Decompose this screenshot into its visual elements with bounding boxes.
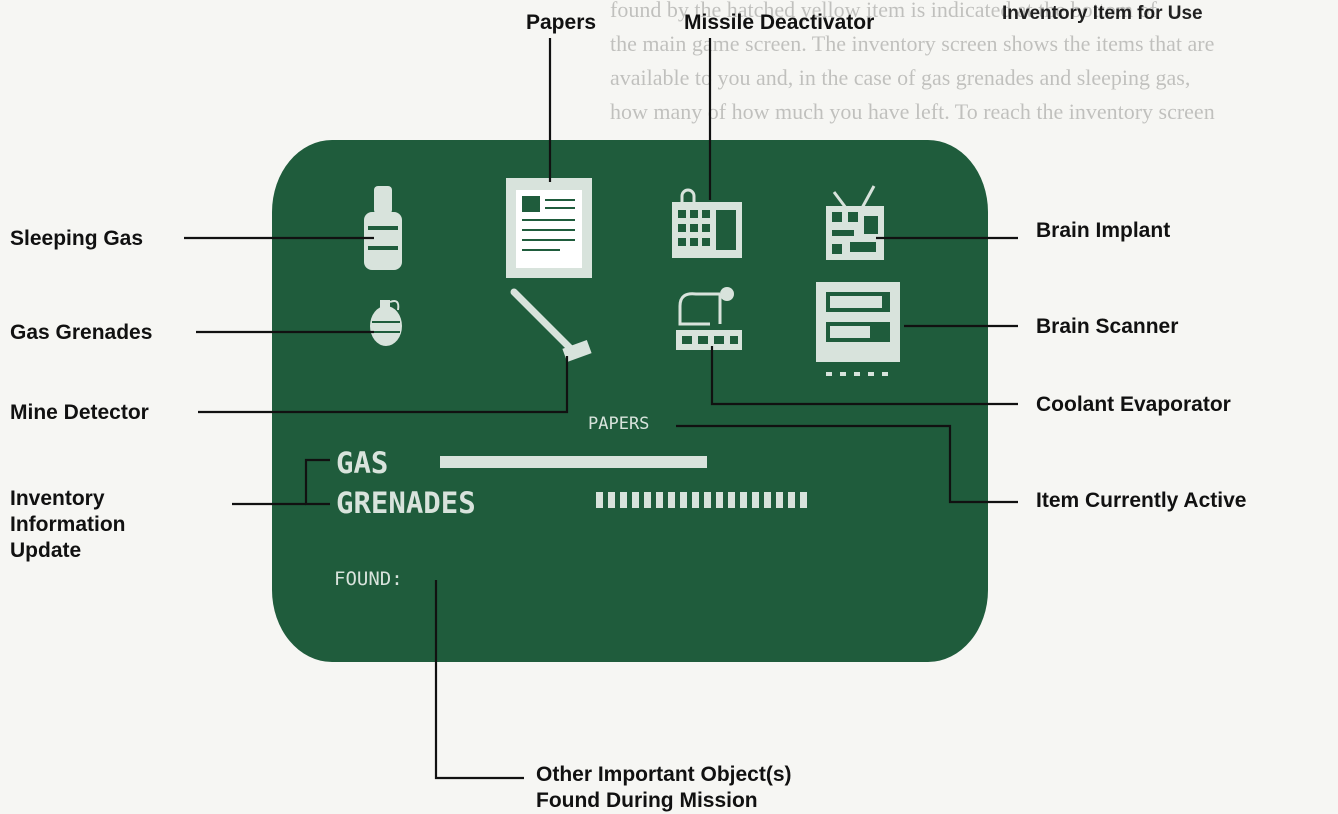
callout-mine-detector: Mine Detector: [10, 401, 149, 424]
callout-gas-grenades: Gas Grenades: [10, 321, 153, 344]
callout-inventory-info-line1: Inventory: [10, 487, 105, 510]
grenade-mark: [668, 492, 675, 508]
mine-detector-icon[interactable]: [510, 288, 592, 363]
callout-coolant-evaporator: Coolant Evaporator: [1036, 393, 1231, 416]
grenade-mark: [764, 492, 771, 508]
grenade-mark: [800, 492, 807, 508]
grenade-mark: [692, 492, 699, 508]
grenade-mark: [632, 492, 639, 508]
mine-detector-leader: [198, 356, 569, 414]
grenade-mark: [740, 492, 747, 508]
manual-text-line-1: found by the hatched yellow item is indi…: [610, 0, 1157, 22]
callout-brain-implant: Brain Implant: [1036, 219, 1171, 242]
grenade-count-marks: [596, 492, 807, 508]
sleeping-gas-icon[interactable]: [364, 186, 402, 270]
grenade-mark: [704, 492, 711, 508]
coolant-evaporator-leader: [710, 346, 1018, 406]
other-objects-leader: [434, 580, 524, 780]
gas-label: GAS: [336, 446, 389, 480]
callout-inventory-info-line3: Update: [10, 539, 82, 562]
callout-lines: [184, 38, 1018, 780]
gas-level-fill: [440, 456, 707, 468]
grenade-mark: [776, 492, 783, 508]
grenade-mark: [596, 492, 603, 508]
inventory-bracket: [304, 458, 330, 506]
callout-other-objects-line2: Found During Mission: [536, 789, 758, 812]
grenade-mark: [608, 492, 615, 508]
gas-grenade-icon[interactable]: [370, 300, 402, 346]
callout-missile-deactivator: Missile Deactivator: [684, 11, 875, 34]
callout-sleeping-gas: Sleeping Gas: [10, 227, 144, 250]
found-label: FOUND:: [334, 568, 403, 590]
grenade-mark: [680, 492, 687, 508]
item-active-leader: [676, 424, 1018, 504]
active-item-readout: PAPERS: [588, 414, 650, 434]
grenade-mark: [752, 492, 759, 508]
papers-icon[interactable]: [506, 178, 592, 278]
callout-item-active: Item Currently Active: [1036, 489, 1247, 512]
brain-implant-icon[interactable]: [826, 185, 884, 260]
manual-heading: Inventory Item for Use: [1002, 3, 1203, 24]
grenades-label: GRENADES: [336, 486, 476, 520]
grenade-mark: [656, 492, 663, 508]
callout-brain-scanner: Brain Scanner: [1036, 315, 1179, 338]
brain-scanner-icon[interactable]: [816, 282, 900, 376]
callout-papers: Papers: [526, 11, 597, 34]
grenade-mark: [728, 492, 735, 508]
grenade-mark: [788, 492, 795, 508]
callout-other-objects-line1: Other Important Object(s): [536, 763, 792, 786]
coolant-evaporator-icon[interactable]: [676, 287, 742, 350]
callout-inventory-info-line2: Information: [10, 513, 126, 536]
grenade-mark: [620, 492, 627, 508]
grenade-mark: [644, 492, 651, 508]
grenade-mark: [716, 492, 723, 508]
missile-deactivator-icon[interactable]: [672, 188, 742, 258]
manual-text-line-3: available to you and, in the case of gas…: [610, 65, 1191, 90]
